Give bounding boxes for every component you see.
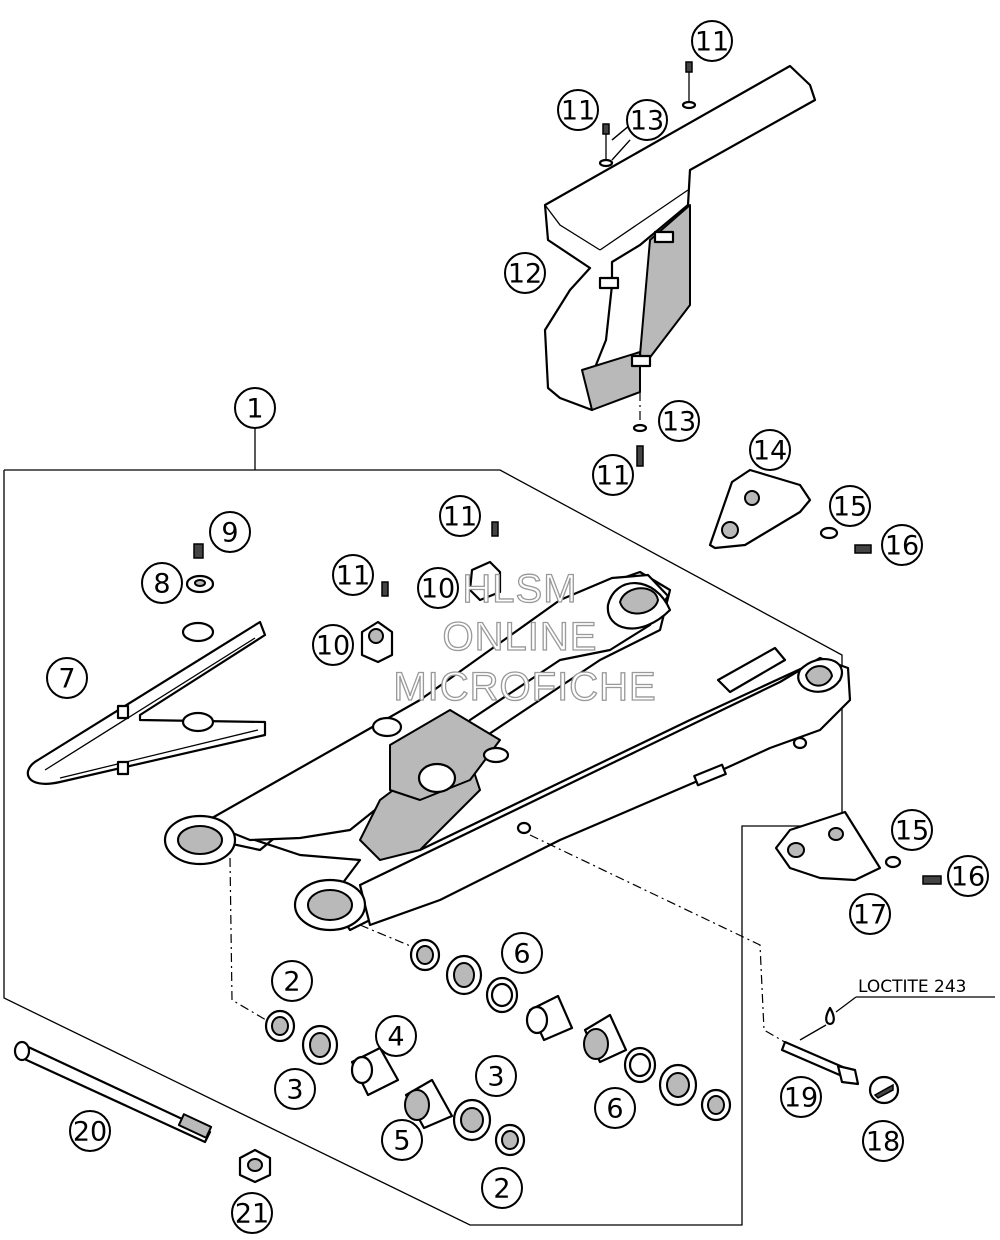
svg-text:18: 18 [866,1127,900,1158]
svg-text:10: 10 [316,631,350,662]
swingarm [163,570,852,932]
callout-16-top: 16 [881,524,923,566]
callout-18: 18 [862,1120,904,1162]
svg-text:3: 3 [286,1075,303,1106]
svg-text:6: 6 [513,939,530,970]
svg-text:5: 5 [393,1126,410,1157]
callout-7: 7 [46,657,88,699]
callout-2-top: 2 [271,960,313,1002]
callout-16-bottom: 16 [947,855,989,897]
loctite-note: LOCTITE 243 [858,977,967,997]
svg-text:11: 11 [561,96,595,127]
callout-6-bottom: 6 [594,1087,636,1129]
watermark-line-1: HLSM [462,567,577,611]
watermark: HLSM ONLINE MICROFICHE [393,566,657,709]
callout-19: 19 [780,1076,822,1118]
svg-text:16: 16 [885,531,919,562]
callout-20: 20 [69,1110,111,1152]
svg-text:10: 10 [421,574,455,605]
callout-21: 21 [231,1192,273,1234]
callout-5: 5 [381,1119,423,1161]
watermark-line-2: ONLINE [443,615,598,659]
callout-15-top: 15 [829,485,871,527]
callout-11-guard-bottom: 11 [592,454,634,496]
svg-text:16: 16 [951,862,985,893]
callout-11-mid: 11 [439,495,481,537]
callout-6-top: 6 [501,932,543,974]
svg-text:4: 4 [387,1022,404,1053]
assembly-outline [3,428,843,1226]
chain-slider [26,620,267,785]
svg-text:11: 11 [336,561,370,592]
callout-8: 8 [141,562,183,604]
svg-text:3: 3 [487,1062,504,1093]
assembly-axis-lines [229,834,791,1046]
svg-text:2: 2 [283,967,300,998]
svg-text:11: 11 [695,27,729,58]
guard-screw-and-cap [780,996,995,1105]
chain-sliding-guard [774,810,942,885]
svg-text:21: 21 [235,1199,269,1230]
chain-guide [708,468,872,554]
bearing-set [264,938,732,1157]
callout-14: 14 [749,429,791,471]
callout-15-bottom: 15 [891,809,933,851]
svg-text:14: 14 [753,436,787,467]
svg-text:1: 1 [246,394,263,425]
callout-13-top: 13 [626,99,668,141]
svg-text:11: 11 [443,502,477,533]
chain-guide-clamp [360,521,502,664]
leader-lines [611,124,631,161]
svg-text:13: 13 [630,106,664,137]
watermark-line-3: MICROFICHE [393,665,656,709]
callout-3-left: 3 [274,1068,316,1110]
callout-11-top: 11 [691,20,733,62]
svg-text:8: 8 [153,569,170,600]
svg-text:13: 13 [662,407,696,438]
callout-1: 1 [234,387,276,429]
svg-text:19: 19 [784,1083,818,1114]
callout-3-right: 3 [475,1055,517,1097]
svg-text:2: 2 [493,1174,510,1205]
callout-9: 9 [209,511,251,553]
slider-screw-and-bushing [185,543,215,594]
svg-text:12: 12 [508,259,542,290]
callout-4: 4 [375,1015,417,1057]
callout-2-bottom: 2 [481,1167,523,1209]
svg-text:6: 6 [606,1094,623,1125]
callout-10-upper: 10 [417,567,459,609]
callout-12: 12 [504,252,546,294]
svg-text:9: 9 [221,518,238,549]
callout-13-bottom: 13 [658,400,700,442]
svg-text:20: 20 [73,1117,107,1148]
svg-text:17: 17 [853,900,887,931]
svg-text:7: 7 [58,664,75,695]
callout-10-lower: 10 [312,624,354,666]
svg-text:11: 11 [596,461,630,492]
callout-11-left: 11 [332,554,374,596]
svg-text:15: 15 [833,492,867,523]
chain-guard [543,64,817,412]
svg-text:15: 15 [895,816,929,847]
callout-11-upper-left: 11 [557,89,599,131]
pivot-axle [13,1040,272,1184]
callout-17: 17 [849,893,891,935]
